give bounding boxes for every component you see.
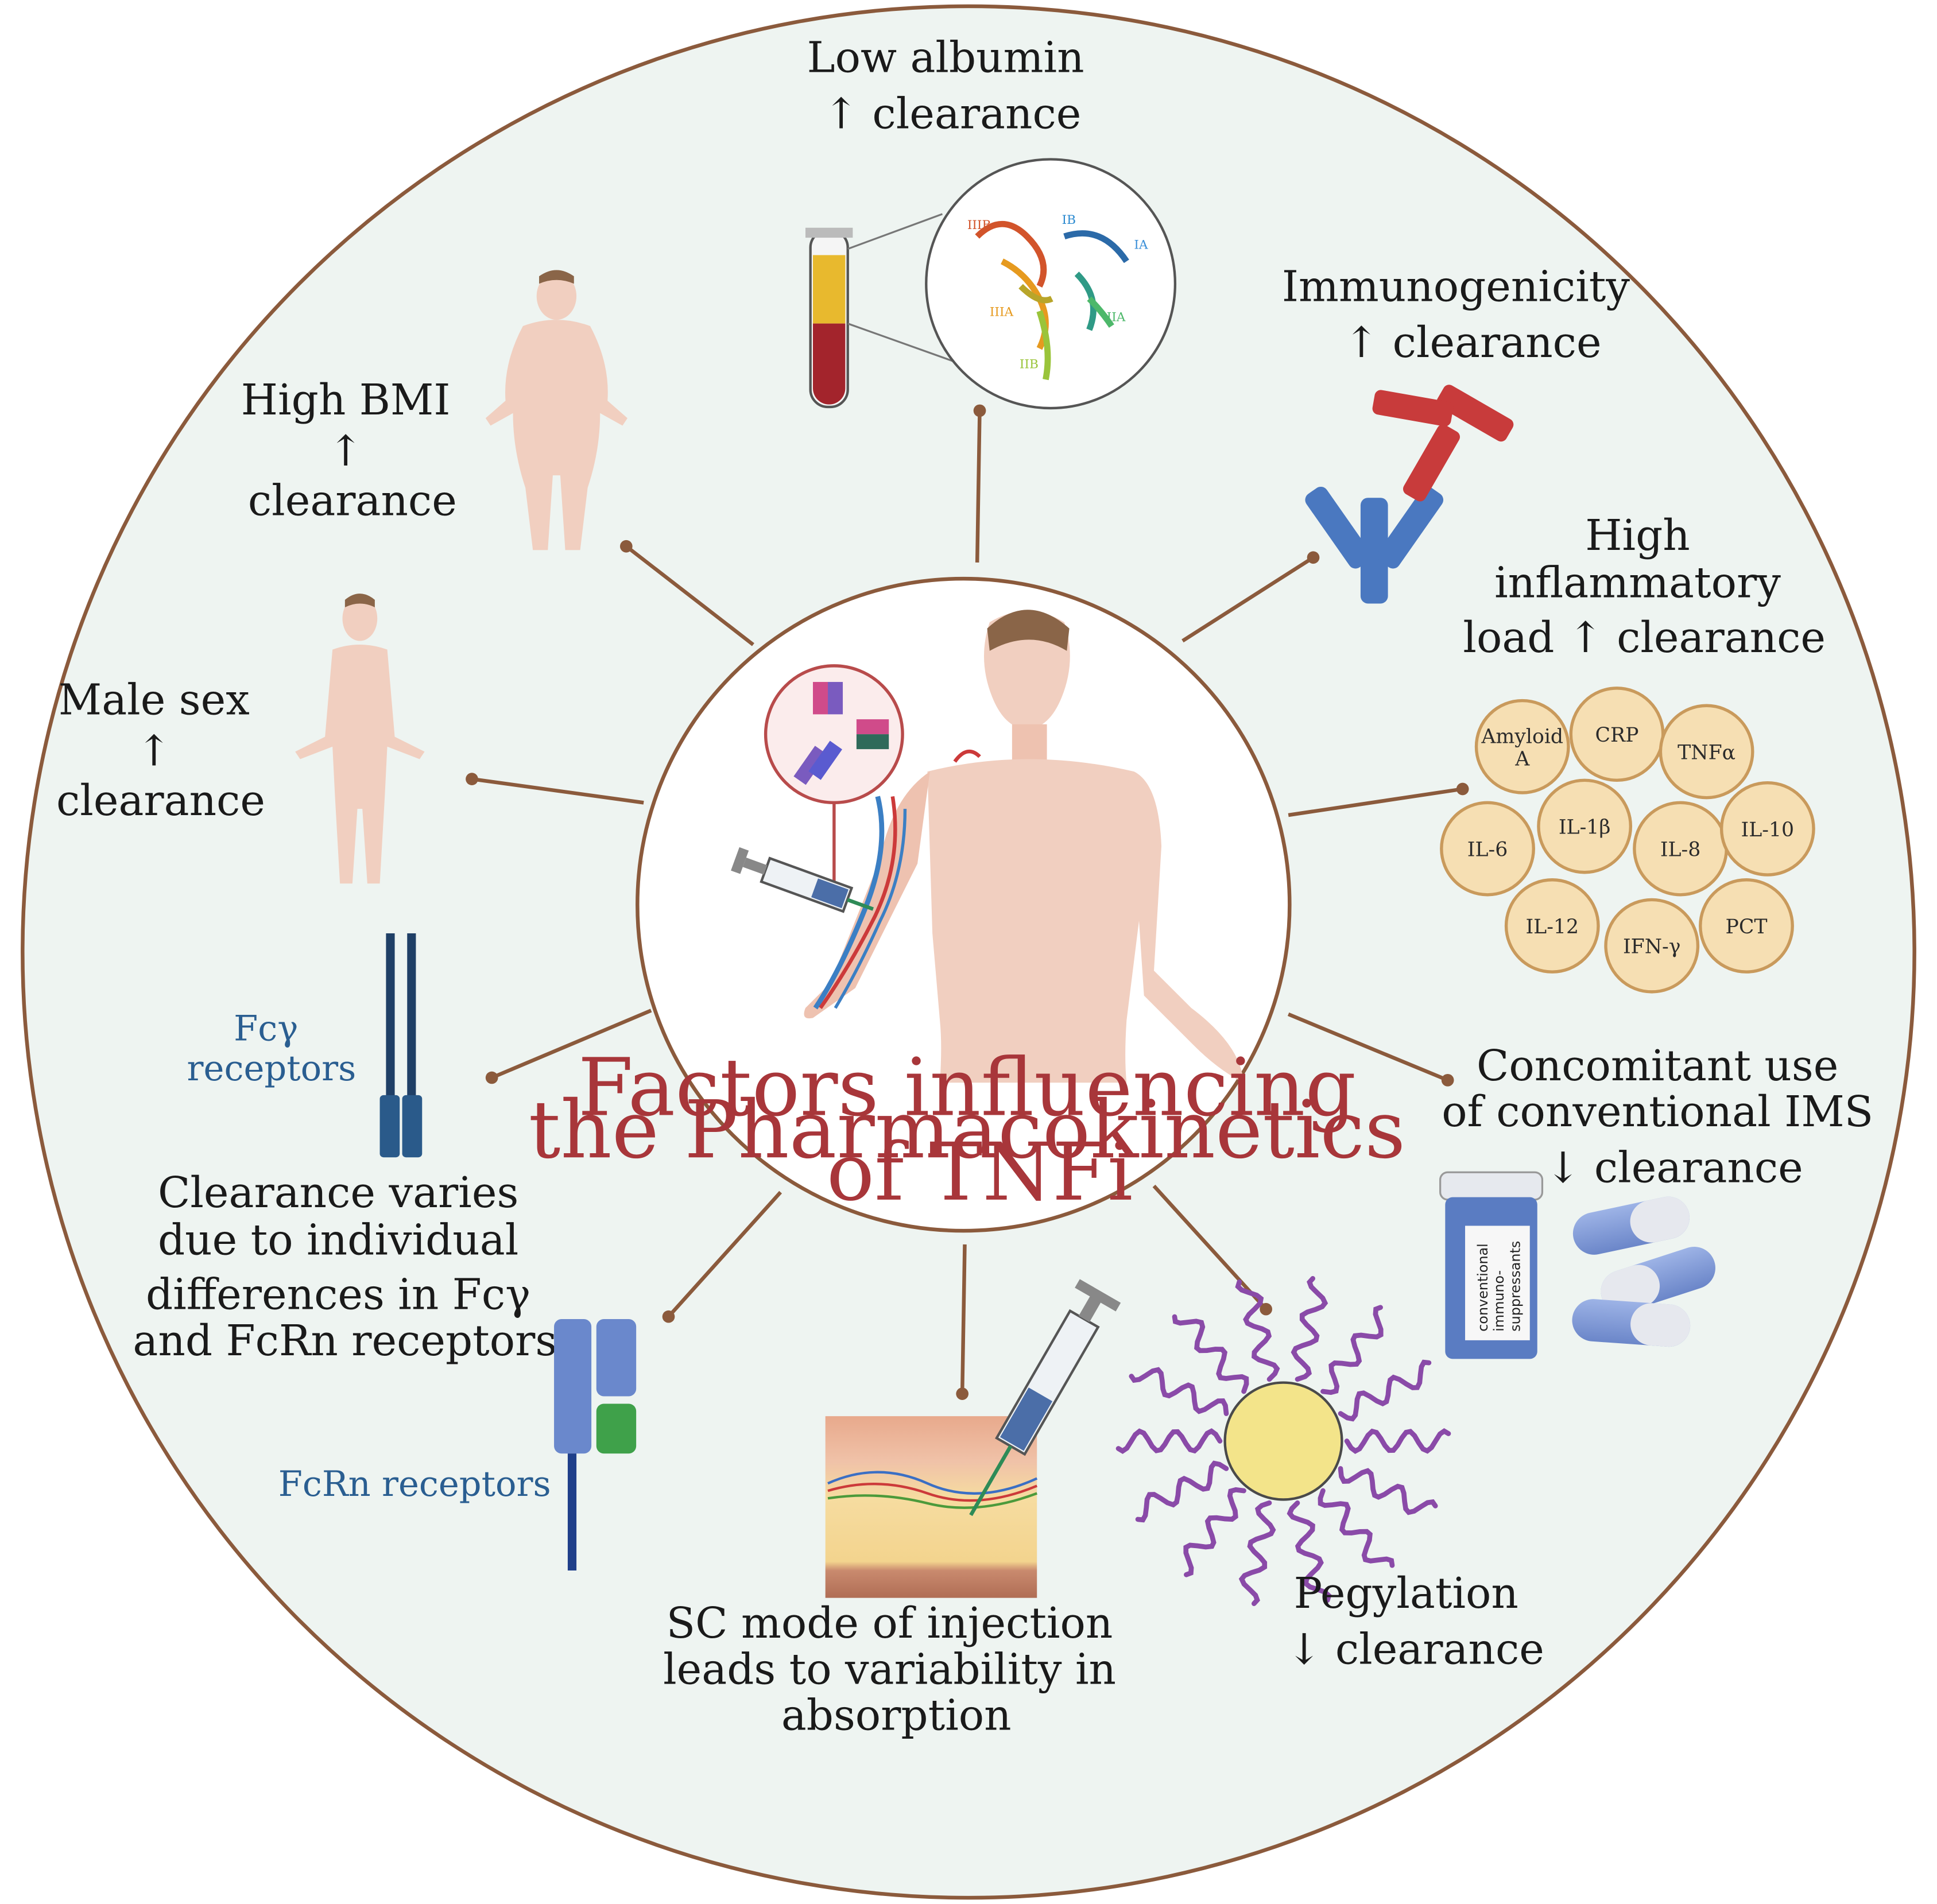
receptors-label: Clearance varies due to individual diffe… xyxy=(133,1169,557,1366)
marker-bubble xyxy=(1440,801,1535,897)
capsule-icons xyxy=(1572,1196,1715,1347)
inflammatory-label: High inflammatory load ↑ clearance xyxy=(1463,511,1826,662)
peg-chain xyxy=(1238,1500,1276,1606)
marker-label: IL-10 xyxy=(1741,819,1795,842)
connector-inflammatory xyxy=(1288,787,1463,817)
fcg-receptor-icon xyxy=(379,933,423,1158)
marker-bubble xyxy=(1474,699,1570,794)
patient-torso-icon xyxy=(804,610,1244,1083)
connector-sc xyxy=(960,1244,967,1394)
peg-chain xyxy=(1344,1428,1451,1454)
factor-low-albumin: Low albumin ↑ clearance IIIB IB IA IIIA … xyxy=(805,34,1177,410)
marker-label: IL-12 xyxy=(1525,916,1579,939)
peg-chain xyxy=(1320,1305,1384,1395)
low-albumin-label: Low albumin ↑ clearance xyxy=(807,34,1098,139)
marker-label: CRP xyxy=(1595,724,1639,747)
svg-text:IIA: IIA xyxy=(1107,310,1126,324)
factor-inflammatory-load: High inflammatory load ↑ clearance Amylo… xyxy=(1440,511,1826,994)
factor-concomitant-ims: Concomitant use of conventional IMS ↓ cl… xyxy=(1439,1042,1886,1359)
albumin-structure-circle xyxy=(925,158,1177,410)
fcg-receptor-label: Fcγ receptors xyxy=(187,1009,357,1088)
high-bmi-label: High BMI ↑ clearance xyxy=(241,376,464,526)
connector-fcrn xyxy=(667,1191,782,1318)
peg-chain xyxy=(1235,1279,1280,1382)
albumin-protein-icon xyxy=(975,220,1129,381)
peg-chain xyxy=(1318,1488,1395,1568)
male-body-icon xyxy=(295,594,425,884)
factor-high-bmi: High BMI ↑ clearance xyxy=(241,270,627,550)
peg-chain xyxy=(1115,1428,1223,1454)
sc-injection-label: SC mode of injection leads to variabilit… xyxy=(663,1599,1129,1740)
immunogenicity-label: Immunogenicity ↑ clearance xyxy=(1282,263,1644,368)
center-panel: Factors influencing the Pharmacokinetics… xyxy=(529,576,1431,1233)
factor-immunogenicity: Immunogenicity ↑ clearance xyxy=(1282,263,1644,604)
factor-sc-injection: SC mode of injection leads to variabilit… xyxy=(663,1279,1129,1740)
marker-label: IL-6 xyxy=(1467,839,1508,862)
svg-text:IA: IA xyxy=(1134,238,1148,253)
factor-male-sex: Male sex ↑ clearance xyxy=(56,594,425,884)
peg-chain xyxy=(1287,1500,1332,1603)
marker-bubble xyxy=(1659,704,1754,800)
marker-label: IL-1β xyxy=(1559,816,1611,839)
svg-text:IIIB: IIIB xyxy=(967,218,991,232)
syringe-icon xyxy=(731,847,874,913)
peg-chain xyxy=(1338,1466,1438,1515)
ims-label: Concomitant use of conventional IMS ↓ cl… xyxy=(1442,1042,1886,1193)
connector-lines xyxy=(471,410,1463,1394)
pegylated-molecule-icon xyxy=(1115,1276,1451,1606)
fcrn-receptor-icon xyxy=(554,1319,637,1570)
peg-chain xyxy=(1338,1359,1432,1422)
marker-bubble xyxy=(1604,898,1700,994)
peg-chain xyxy=(1129,1367,1229,1416)
anti-drug-antibody-icon xyxy=(1305,385,1514,604)
marker-bubble xyxy=(1537,778,1633,874)
svg-text:IIB: IIB xyxy=(1020,358,1039,372)
peg-chain xyxy=(1172,1314,1249,1394)
peg-chain xyxy=(1291,1276,1328,1382)
connector-immunogenicity xyxy=(1181,556,1315,643)
center-title: Factors influencing the Pharmacokinetics… xyxy=(529,1041,1431,1219)
male-sex-label: Male sex ↑ clearance xyxy=(56,676,265,825)
factor-pegylation: Pegylation ↓ clearance xyxy=(1115,1276,1544,1674)
svg-text:IB: IB xyxy=(1062,213,1076,227)
svg-text:IIIA: IIIA xyxy=(990,305,1014,320)
peg-chain xyxy=(1135,1460,1229,1523)
pill-bottle-icon: conventional immuno- suppressants xyxy=(1439,1171,1544,1359)
obese-body-icon xyxy=(485,270,627,550)
svg-text:conventional immuno-: conventional immuno- suppressants xyxy=(1475,1239,1523,1332)
marker-label: TNFα xyxy=(1678,741,1735,764)
connector-ims xyxy=(1287,1012,1448,1082)
marker-bubble xyxy=(1699,878,1794,974)
marker-bubble xyxy=(1719,781,1815,877)
connector-male xyxy=(471,777,644,805)
pegylation-label: Pegylation ↓ clearance xyxy=(1287,1569,1544,1674)
connector-pegylation xyxy=(1152,1184,1268,1310)
blood-tube-icon xyxy=(805,227,853,409)
marker-label: IL-8 xyxy=(1660,839,1701,862)
connector-dots xyxy=(466,404,1469,1400)
fcrn-receptor-label: FcRn receptors xyxy=(278,1464,551,1504)
marker-label: PCT xyxy=(1725,916,1767,939)
sc-syringe-icon xyxy=(969,1279,1121,1517)
peg-chain xyxy=(1183,1487,1246,1577)
connector-albumin xyxy=(975,410,982,563)
factor-receptors: Fcγ receptors Clearance varies due to in… xyxy=(133,933,637,1570)
marker-bubble xyxy=(1504,878,1600,974)
antibody-inset xyxy=(764,664,904,890)
marker-label: IFN-γ xyxy=(1623,936,1681,959)
albumin-domain-labels: IIIB IB IA IIIA IIA IIB xyxy=(967,213,1148,371)
connector-fcg xyxy=(491,1009,652,1080)
connector-bmi xyxy=(625,545,754,646)
peg-core xyxy=(1223,1381,1343,1501)
skin-cross-section-icon xyxy=(825,1416,1038,1598)
